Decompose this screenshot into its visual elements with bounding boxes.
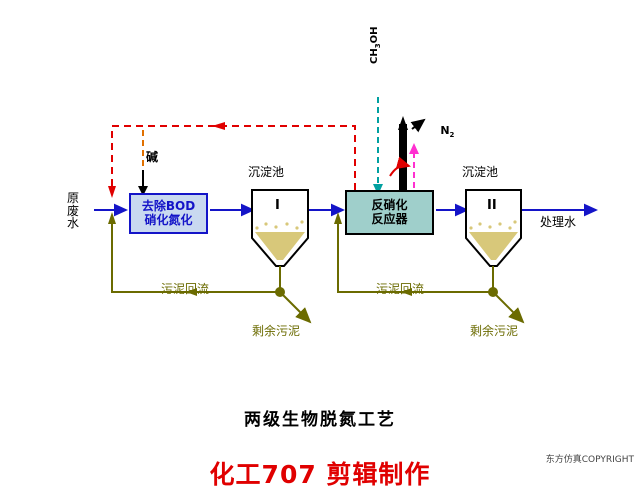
denitrification-reactor-label: 反硝化 反应器 [371, 198, 408, 226]
clarifier-1-number: I [275, 198, 280, 213]
denitrification-reactor[interactable]: 反硝化 反应器 [345, 190, 434, 235]
sludge-return-line-2 [337, 216, 525, 324]
bod-nitrification-reactor-label: 去除BOD 硝化氮化 [141, 199, 196, 227]
clarifier-2-number: II [487, 198, 497, 213]
alkali-feed-arrow [138, 170, 148, 196]
nitrogen-main: N [440, 123, 450, 137]
methanol-main-2: OH [369, 26, 380, 44]
clarifier-1-caption: 沉淀池 [248, 165, 285, 179]
methanol-main-1: CH [369, 48, 380, 64]
alkali-label: 碱 [146, 150, 159, 164]
waste-sludge-2-label: 剩余污泥 [470, 324, 519, 338]
sludge-return-1-arrows [108, 212, 285, 297]
waste-sludge-1-label: 剩余污泥 [252, 324, 301, 338]
methanol-label: CH3OH [369, 26, 382, 64]
producer-banner: 化工707 剪辑制作 [209, 460, 431, 489]
bod-nitrification-reactor[interactable]: 去除BOD 硝化氮化 [129, 193, 208, 234]
clarifier-2-caption: 沉淀池 [462, 165, 499, 179]
diagram-title: 两级生物脱氮工艺 [244, 410, 396, 430]
clarifier-1-vessel [251, 189, 309, 267]
clarifier-2-vessel [465, 189, 522, 267]
methanol-subscript: 3 [374, 43, 382, 49]
sludge-return-2-label: 污泥回流 [376, 282, 425, 296]
gas-release-curve-arrow [389, 156, 411, 177]
nitrate-recycle-dashed-line [111, 125, 356, 190]
influent-label: 原 废 水 [66, 191, 79, 231]
methanol-feed-arrow [373, 184, 383, 195]
effluent-label: 处理水 [540, 215, 577, 229]
nitrogen-gas-arrow [409, 143, 419, 154]
nitrogen-subscript: 2 [449, 130, 455, 139]
sludge-return-1-label: 污泥回流 [161, 282, 210, 296]
sludge-return-2-arrows [334, 212, 498, 297]
copyright-credit: 东方仿真COPYRIGHT [545, 455, 634, 465]
nitrogen-label: N2 [425, 113, 454, 151]
nitrate-recycle-arrows [108, 122, 225, 198]
